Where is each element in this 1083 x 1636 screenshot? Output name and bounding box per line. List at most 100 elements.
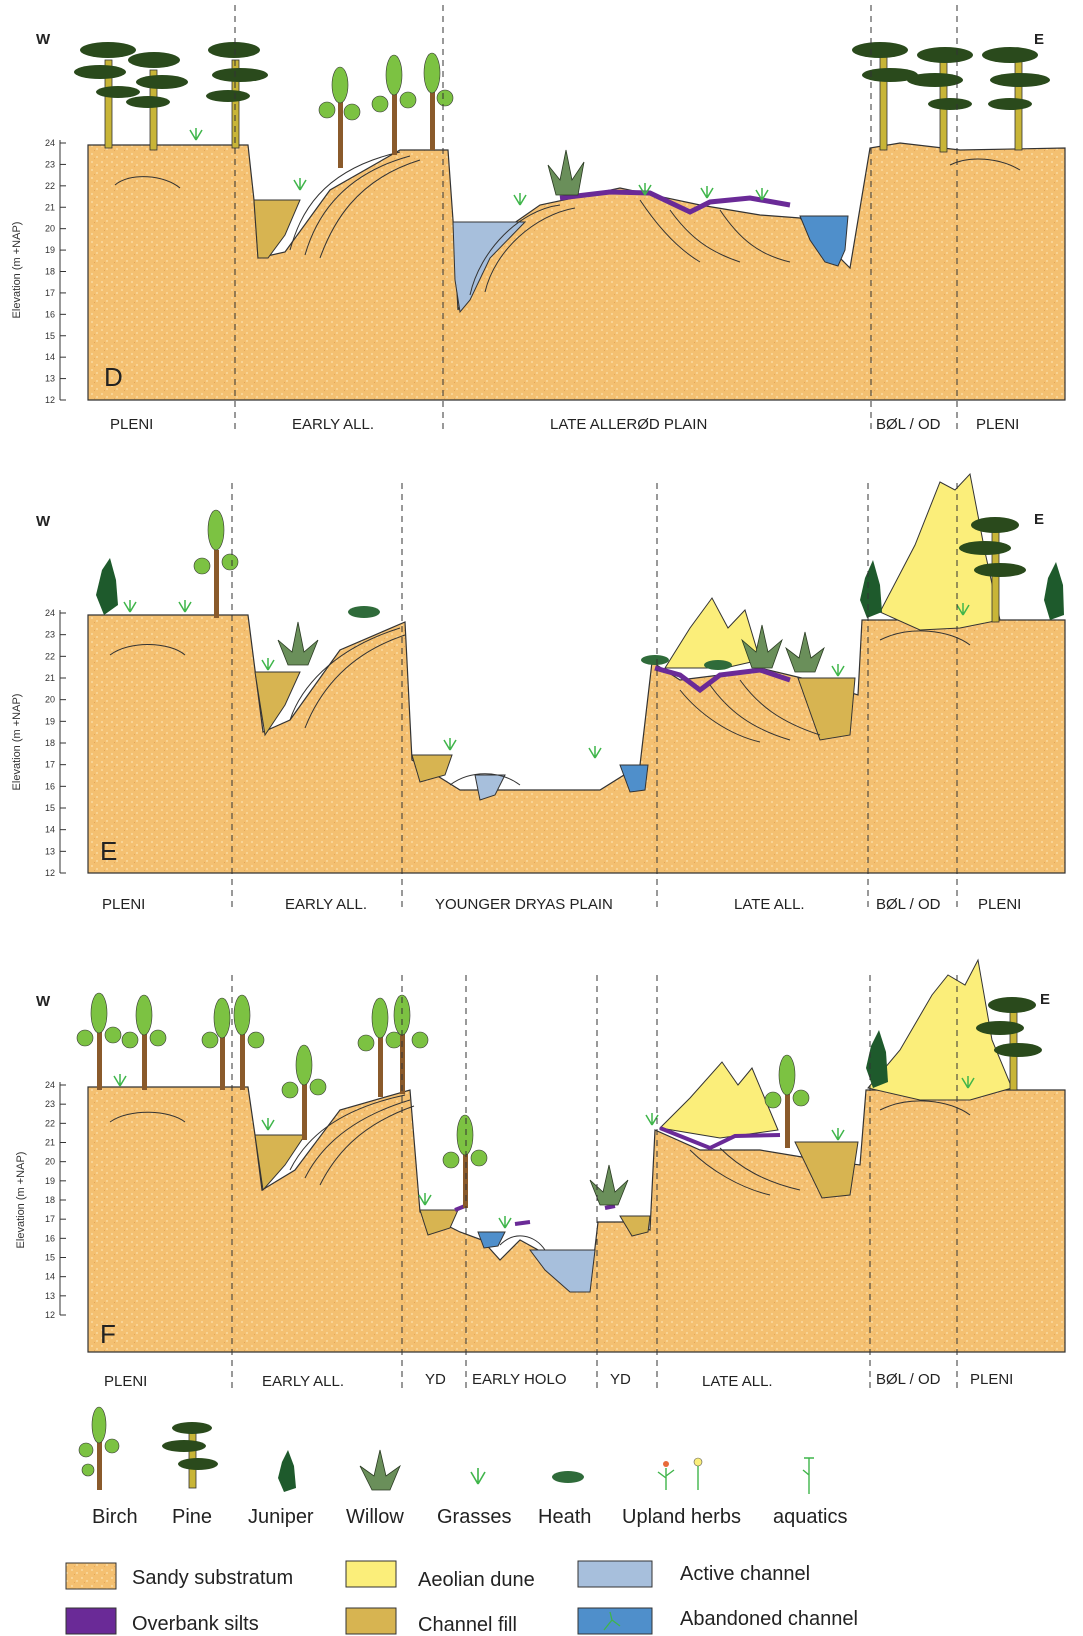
channel-fill	[619, 1215, 651, 1237]
heath	[348, 606, 732, 670]
aeolian-dune	[658, 1061, 779, 1139]
zone-dividers	[231, 483, 958, 912]
y-tick-label: 20	[45, 695, 55, 705]
panel-letter: F	[100, 1319, 116, 1349]
zone-label: YOUNGER DRYAS PLAIN	[435, 896, 613, 913]
pine-icon	[162, 1422, 218, 1489]
y-tick-label: 24	[45, 608, 55, 618]
overbank-silts	[454, 1204, 616, 1226]
aquatic-icon	[802, 1457, 814, 1494]
pine-trees	[959, 517, 1026, 623]
zone-label: PLENI	[970, 1371, 1013, 1388]
legend-label: Abandoned channel	[680, 1608, 858, 1630]
cross-bedding	[114, 151, 1021, 296]
legend-label: Upland herbs	[622, 1506, 741, 1528]
abandoned-channel	[477, 1231, 506, 1249]
y-axis-label: Elevation (m +NAP)	[15, 1152, 27, 1249]
y-tick-label: 15	[45, 331, 55, 341]
zone-label: LATE ALL.	[702, 1373, 773, 1390]
y-tick-label: 12	[45, 395, 55, 405]
swatch-overbank-silts	[65, 1607, 117, 1635]
willow-shrub	[589, 1164, 629, 1206]
zone-label: EARLY HOLO	[472, 1371, 566, 1388]
unit-labels: Sandy substratum Aeolian dune Active cha…	[132, 1563, 858, 1636]
y-tick-label: 18	[45, 267, 55, 277]
channel-fill	[254, 671, 301, 737]
channel-fill	[794, 1141, 859, 1199]
birch-trees	[193, 509, 239, 618]
swatch-channel-fill	[345, 1607, 397, 1635]
west-label: W	[36, 993, 51, 1010]
overbank-silts	[654, 665, 791, 694]
legend-label: Pine	[172, 1506, 212, 1528]
y-tick-label: 14	[45, 1272, 55, 1282]
y-tick-label: 23	[45, 159, 55, 169]
zone-label: PLENI	[110, 416, 153, 433]
zone-label: LATE ALL.	[734, 896, 805, 913]
aeolian-dune	[867, 958, 1013, 1101]
juniper-trees	[96, 558, 1064, 620]
zone-label: PLENI	[978, 896, 1021, 913]
y-tick-label: 18	[45, 738, 55, 748]
zone-label: EARLY ALL.	[285, 896, 367, 913]
upland-herb-icon	[657, 1457, 703, 1490]
cross-bedding	[109, 1094, 971, 1251]
panel-letter: E	[100, 836, 117, 866]
y-tick-label: 22	[45, 181, 55, 191]
swatch-active-channel	[577, 1560, 653, 1588]
y-tick-label: 15	[45, 1253, 55, 1263]
y-tick-label: 21	[45, 673, 55, 683]
swatch-sandy-substratum	[65, 1562, 117, 1590]
y-tick-label: 24	[45, 138, 55, 148]
zone-labels: PLENI EARLY ALL. LATE ALLERØD PLAIN BØL …	[110, 416, 1019, 433]
willow-shrub	[547, 149, 585, 196]
zone-label: BØL / OD	[876, 416, 941, 433]
legend-label: Juniper	[248, 1506, 314, 1528]
juniper-icon	[278, 1450, 296, 1492]
y-tick-label: 17	[45, 1214, 55, 1224]
vegetation-labels: Birch Pine Juniper Willow Grasses Heath …	[92, 1506, 848, 1528]
y-tick-label: 16	[45, 309, 55, 319]
abandoned-channel-aquatic-mark	[603, 1611, 621, 1631]
legend-label: Willow	[346, 1506, 404, 1528]
channel-fill	[419, 1209, 459, 1236]
legend: Birch Pine Juniper Willow Grasses Heath …	[65, 1406, 858, 1636]
y-tick-label: 12	[45, 868, 55, 878]
grass-icon	[470, 1468, 486, 1485]
zone-label: EARLY ALL.	[262, 1373, 344, 1390]
east-label: E	[1034, 511, 1044, 528]
zone-label: YD	[610, 1371, 631, 1388]
willow-icon	[359, 1449, 401, 1491]
y-tick-label: 16	[45, 1233, 55, 1243]
sandy-substratum	[87, 1086, 1066, 1353]
willow-shrub	[277, 621, 825, 673]
y-tick-label: 23	[45, 630, 55, 640]
y-tick-label: 21	[45, 202, 55, 212]
grasses	[113, 1074, 975, 1229]
y-tick-label: 13	[45, 846, 55, 856]
sandy-substratum	[87, 614, 1066, 874]
active-channel	[529, 1249, 596, 1293]
zone-dividers	[234, 5, 958, 432]
zone-label: YD	[425, 1371, 446, 1388]
zone-label: BØL / OD	[876, 896, 941, 913]
overbank-silts	[659, 1126, 781, 1151]
y-tick-label: 17	[45, 288, 55, 298]
heath-icon	[552, 1471, 584, 1483]
west-label: W	[36, 513, 51, 530]
y-tick-label: 17	[45, 760, 55, 770]
overbank-silts	[559, 189, 791, 215]
legend-label: Overbank silts	[132, 1613, 259, 1635]
grasses	[189, 128, 769, 206]
aeolian-dune	[879, 472, 1001, 631]
aeolian-dune	[664, 597, 761, 669]
y-tick-label: 19	[45, 1176, 55, 1186]
juniper-trees	[866, 1030, 888, 1088]
legend-label: Sandy substratum	[132, 1567, 293, 1589]
legend-label: Grasses	[437, 1506, 511, 1528]
